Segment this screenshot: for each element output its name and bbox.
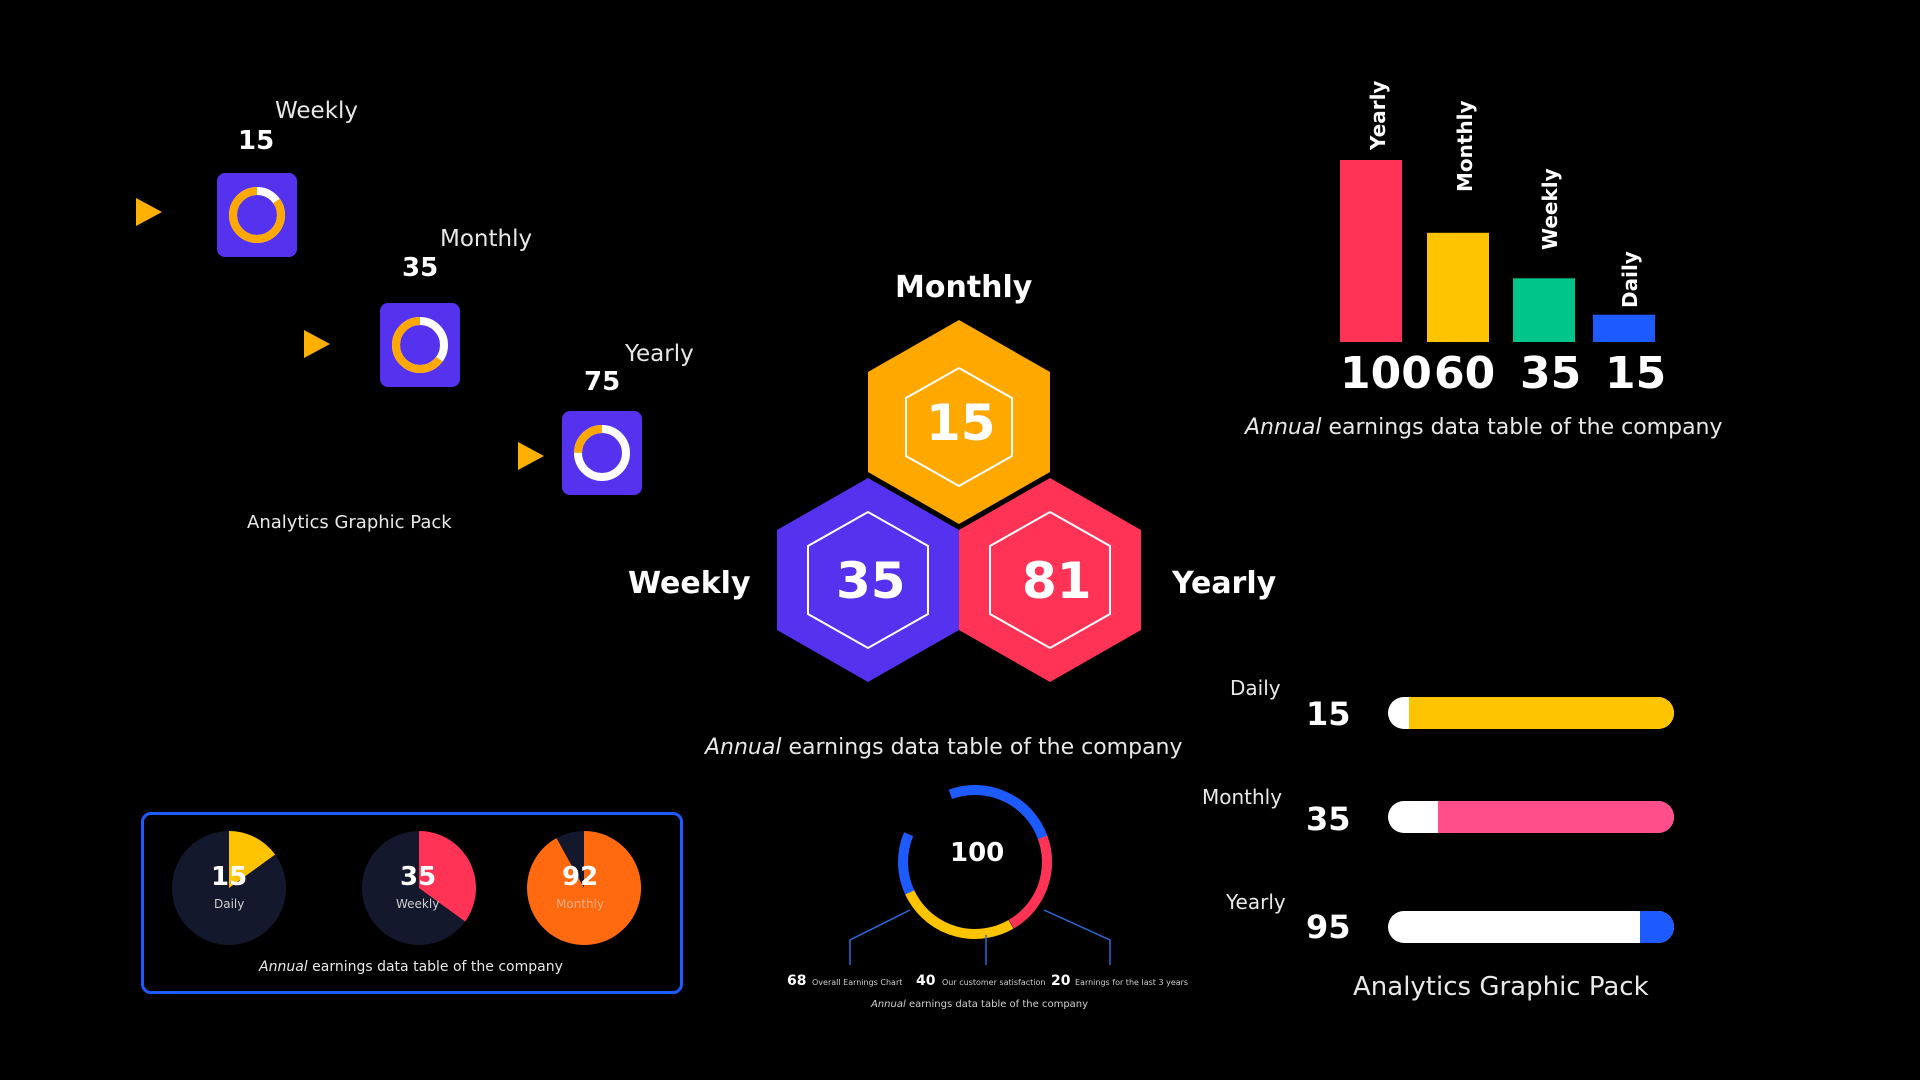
hex-label-yearly: Yearly xyxy=(1172,566,1277,601)
pie-label: Monthly xyxy=(556,897,605,911)
bar-value: 15 xyxy=(1605,348,1667,399)
step-value: 35 xyxy=(402,253,439,283)
bar-weekly xyxy=(1513,278,1575,342)
progress-ring-icon xyxy=(392,317,448,373)
steps-caption: Analytics Graphic Pack xyxy=(247,512,452,533)
hex-yearly xyxy=(959,478,1141,682)
step-box xyxy=(380,303,460,387)
pie-slice-weekly xyxy=(419,831,476,922)
ring-note-value: 40 xyxy=(916,973,936,989)
pie-value: 35 xyxy=(400,862,437,892)
step-label: Monthly xyxy=(440,226,533,252)
step-box xyxy=(562,411,642,495)
hbar-fill xyxy=(1409,697,1674,729)
bar-value: 60 xyxy=(1434,348,1496,399)
play-triangle-icon[interactable] xyxy=(518,442,544,470)
hex-label-weekly: Weekly xyxy=(628,566,751,601)
step-box xyxy=(217,173,297,257)
play-triangle-icon[interactable] xyxy=(136,198,162,226)
hex-weekly xyxy=(777,478,959,682)
hex-value-yearly: 81 xyxy=(1022,552,1092,610)
pie-caption: Annual earnings data table of the compan… xyxy=(259,959,563,975)
hex-caption: Annual earnings data table of the compan… xyxy=(705,735,1183,760)
hbar-track xyxy=(1388,911,1674,943)
pie-slice-daily xyxy=(229,831,276,888)
pie-value: 92 xyxy=(562,862,599,892)
hbar-fill xyxy=(1639,911,1674,943)
bar-label-yearly: Yearly xyxy=(1366,80,1390,150)
hbar-value: 35 xyxy=(1306,800,1351,838)
pie-label: Weekly xyxy=(396,897,440,911)
ring-caption: Annual earnings data table of the compan… xyxy=(871,999,1089,1010)
hex-value-monthly: 15 xyxy=(926,394,996,452)
bar-chart xyxy=(1340,160,1655,342)
hex-label-monthly: Monthly xyxy=(895,270,1033,305)
hbar-value: 15 xyxy=(1306,695,1351,733)
hbar-track xyxy=(1388,801,1674,833)
ring-note-text: Earnings for the last 3 years xyxy=(1075,978,1189,987)
bar-value: 100 xyxy=(1340,348,1432,399)
step-label: Weekly xyxy=(275,98,359,124)
hbar-label: Daily xyxy=(1230,676,1281,700)
step-value: 75 xyxy=(584,367,621,397)
step-value: 15 xyxy=(238,126,275,156)
hbar-value: 95 xyxy=(1306,908,1351,946)
hex-monthly xyxy=(868,320,1050,524)
pie-slice-monthly xyxy=(527,831,642,945)
hex-value-weekly: 35 xyxy=(836,552,906,610)
ring-note-value: 68 xyxy=(787,973,807,989)
bar-label-daily: Daily xyxy=(1618,251,1642,308)
ring-chart xyxy=(849,785,1111,965)
pie-value: 15 xyxy=(211,862,248,892)
bar-daily xyxy=(1593,314,1655,342)
hbar-fill xyxy=(1438,801,1674,833)
ring-center-value: 100 xyxy=(950,838,1005,868)
bar-label-monthly: Monthly xyxy=(1453,100,1477,192)
hbar-track xyxy=(1388,697,1674,729)
play-triangle-icon[interactable] xyxy=(304,330,330,358)
hbars-caption: Analytics Graphic Pack xyxy=(1353,972,1649,1002)
pie-box: 15 Daily 35 Weekly 92 Monthly Annual ear… xyxy=(141,812,683,994)
bar-yearly xyxy=(1340,160,1402,342)
pie-group xyxy=(172,831,642,945)
hbar-label: Yearly xyxy=(1226,890,1286,914)
progress-ring-icon xyxy=(229,187,285,243)
bar-chart-caption: Annual earnings data table of the compan… xyxy=(1245,415,1723,440)
ring-note-text: Our customer satisfaction xyxy=(942,978,1046,987)
bar-value: 35 xyxy=(1520,348,1582,399)
ring-note-value: 20 xyxy=(1051,973,1071,989)
hex-cluster xyxy=(777,320,1141,682)
step-label: Yearly xyxy=(625,341,694,367)
ring-note-text: Overall Earnings Chart xyxy=(812,978,903,987)
hbar-label: Monthly xyxy=(1202,785,1283,809)
pie-label: Daily xyxy=(214,897,245,911)
bar-label-weekly: Weekly xyxy=(1538,168,1562,250)
progress-ring-icon xyxy=(574,425,630,481)
bar-monthly xyxy=(1427,232,1489,342)
